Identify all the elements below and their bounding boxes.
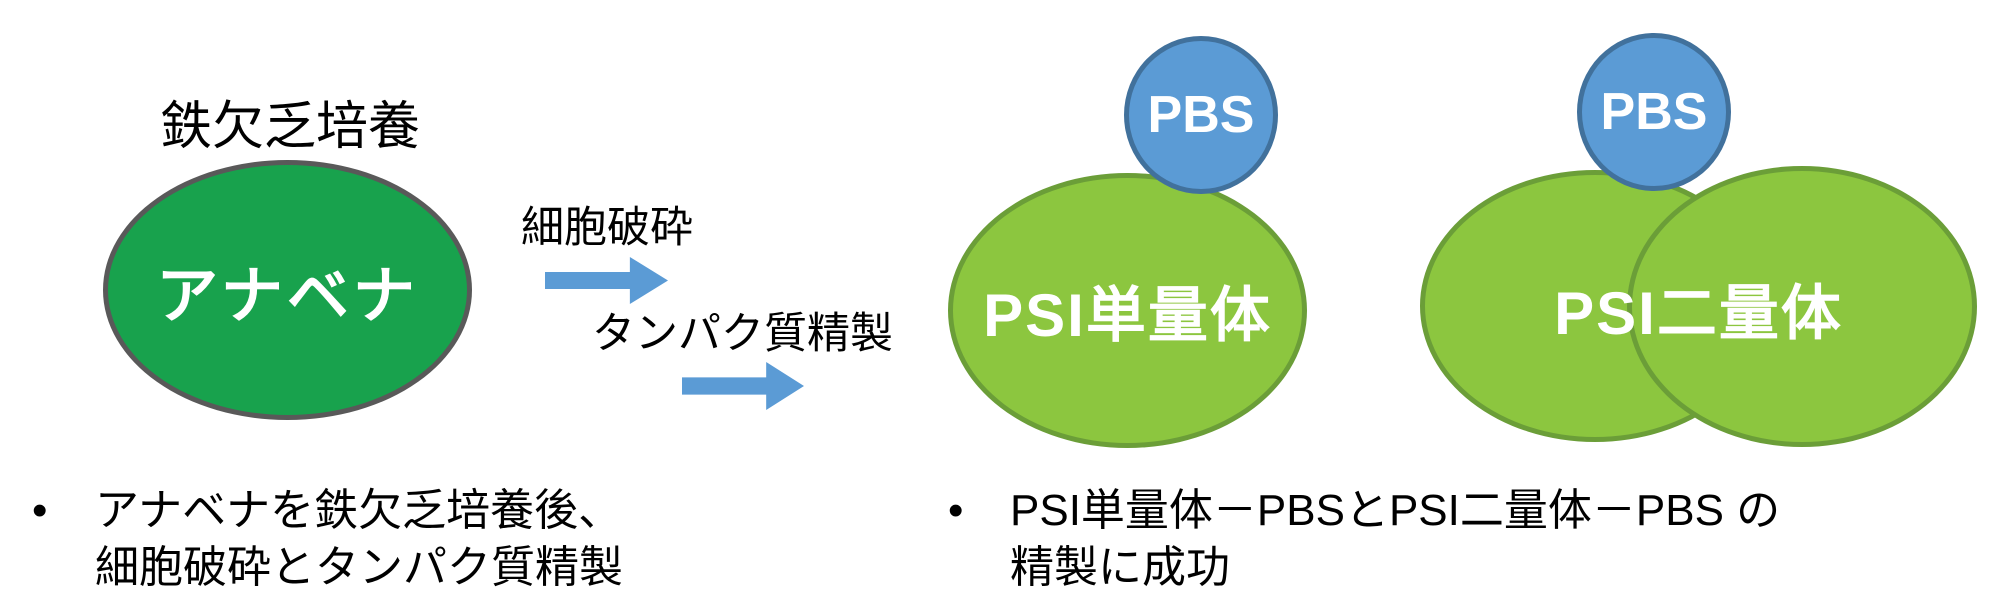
cell-disruption-arrow-icon [545, 257, 668, 304]
bullet-marker-left: • [32, 486, 48, 535]
bullet-marker-right: • [948, 486, 964, 535]
psi-monomer-ellipse: PSI単量体 [948, 173, 1307, 448]
caption-left: アナベナを鉄欠乏培養後、 細胞破砕とタンパク質精製 [95, 482, 623, 596]
cell-disruption-label: 細胞破砕 [521, 204, 693, 252]
iron-deficient-culture-label: 鉄欠乏培養 [160, 98, 421, 156]
psi-monomer-label: PSI単量体 [983, 282, 1272, 349]
pbs-label-monomer: PBS [1147, 86, 1255, 144]
caption-right: PSI単量体－PBSとPSI二量体－PBS の 精製に成功 [1010, 482, 1780, 596]
pbs-circle-monomer: PBS [1124, 36, 1278, 194]
pbs-circle-dimer: PBS [1577, 33, 1731, 191]
caption-right-line-2: 精製に成功 [1010, 543, 1230, 592]
protein-purification-arrow-icon [682, 362, 804, 410]
caption-right-line-1: PSI単量体－PBSとPSI二量体－PBS の [1010, 486, 1781, 535]
caption-left-line-1: アナベナを鉄欠乏培養後、 [95, 486, 623, 535]
pbs-label-dimer: PBS [1600, 83, 1708, 141]
anabena-label: アナベナ [156, 262, 419, 331]
caption-left-line-2: 細胞破砕とタンパク質精製 [95, 543, 623, 592]
protein-purification-label: タンパク質精製 [592, 310, 893, 358]
anabena-ellipse: アナベナ [103, 160, 472, 420]
psi-dimer-right-ellipse [1627, 166, 1977, 447]
